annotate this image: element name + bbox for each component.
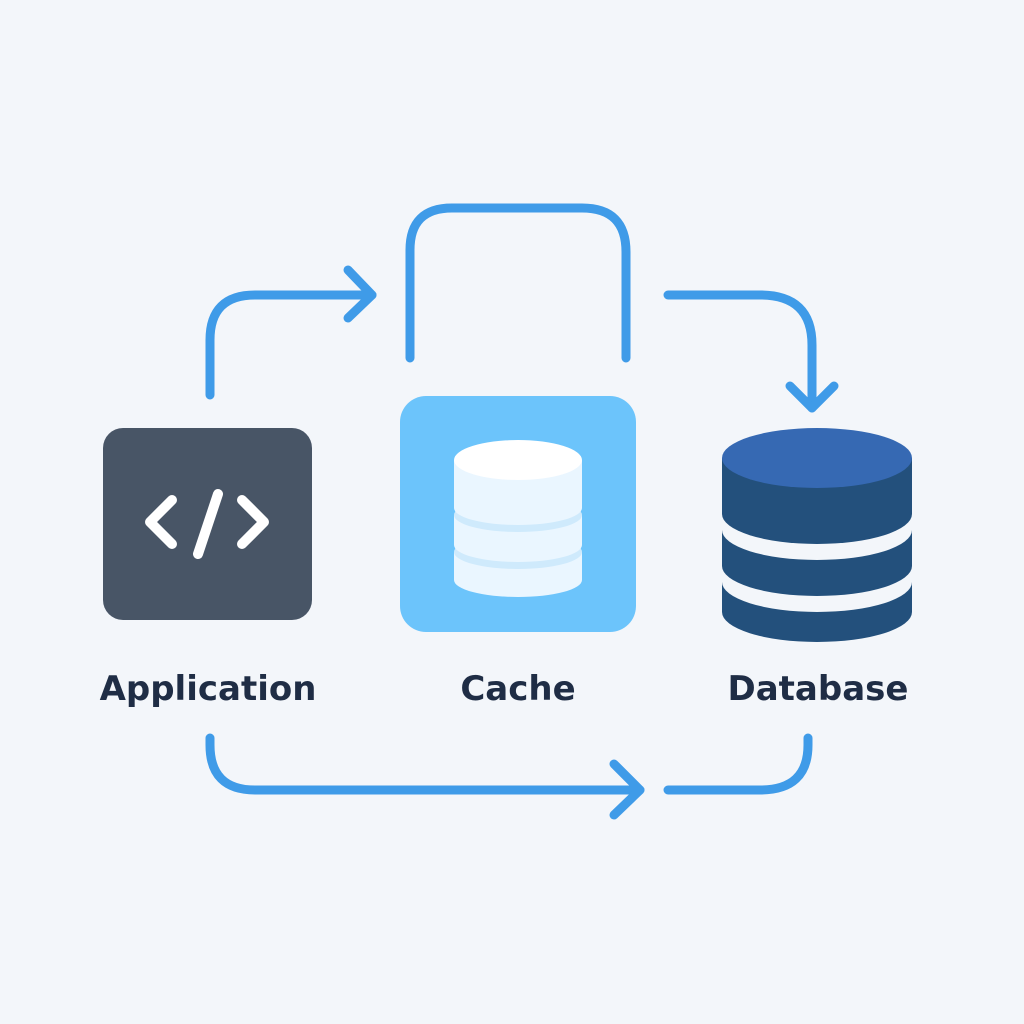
database-cylinder-icon bbox=[722, 428, 912, 642]
arrow-application-to-database bbox=[205, 733, 813, 820]
database-label: Database bbox=[727, 669, 909, 709]
arrow-cache-to-database bbox=[663, 290, 839, 413]
database-node bbox=[722, 428, 912, 642]
arrow-application-to-cache bbox=[205, 265, 377, 400]
cache-loop-connector bbox=[405, 203, 631, 363]
code-icon bbox=[145, 489, 269, 559]
arrowhead-icon bbox=[343, 265, 377, 323]
arrowhead-icon bbox=[785, 381, 839, 413]
arrowhead-icon bbox=[609, 759, 645, 820]
cache-label: Cache bbox=[460, 669, 576, 709]
application-node bbox=[103, 428, 312, 620]
application-label: Application bbox=[99, 669, 317, 709]
cache-node bbox=[400, 396, 636, 632]
cache-stack-icon bbox=[454, 440, 582, 597]
